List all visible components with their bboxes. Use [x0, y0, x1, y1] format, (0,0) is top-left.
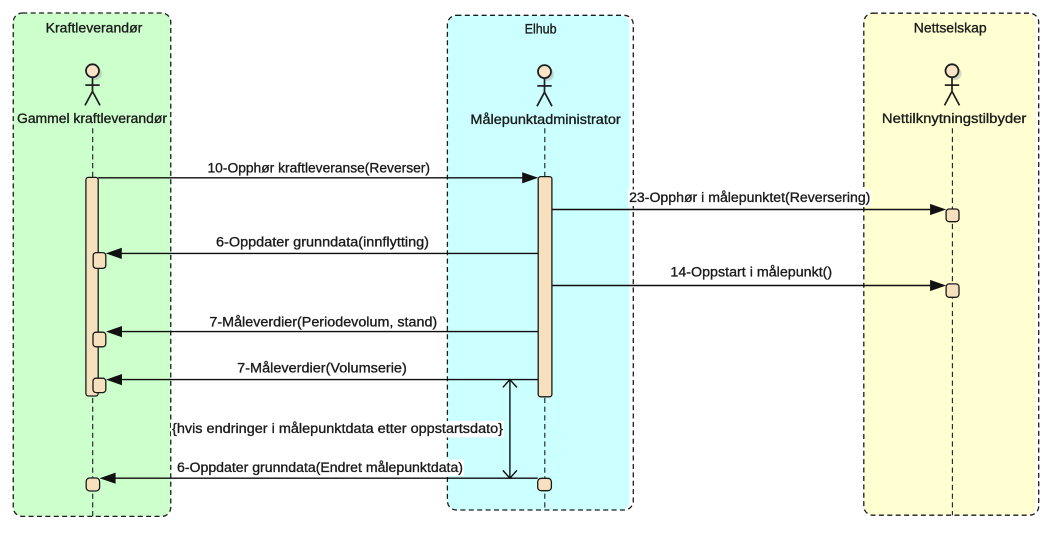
- svg-text:Elhub: Elhub: [525, 22, 557, 37]
- svg-text:Nettilknytningstilbyder: Nettilknytningstilbyder: [882, 111, 1027, 126]
- svg-text:6-Oppdater grunndata(Endret må: 6-Oppdater grunndata(Endret målepunktdat…: [177, 460, 463, 475]
- svg-text:Nettselskap: Nettselskap: [914, 21, 987, 36]
- svg-text:14-Oppstart i målepunkt(): 14-Oppstart i målepunkt(): [670, 265, 832, 280]
- svg-text:Gammel kraftleverandør: Gammel kraftleverandør: [17, 111, 168, 126]
- svg-text:10-Opphør kraftleveranse(Rever: 10-Opphør kraftleveranse(Reverser): [208, 161, 431, 176]
- svg-text:23-Opphør i målepunktet(Revers: 23-Opphør i målepunktet(Reversering): [629, 190, 870, 205]
- svg-text:{hvis endringer i målepunktdat: {hvis endringer i målepunktdata etter op…: [172, 421, 504, 436]
- svg-text:7-Måleverdier(Volumserie): 7-Måleverdier(Volumserie): [237, 361, 407, 376]
- svg-text:7-Måleverdier(Periodevolum, st: 7-Måleverdier(Periodevolum, stand): [209, 315, 437, 330]
- svg-text:Kraftleverandør: Kraftleverandør: [46, 21, 143, 36]
- svg-text:6-Oppdater grunndata(innflytti: 6-Oppdater grunndata(innflytting): [216, 235, 429, 250]
- svg-text:Målepunktadministrator: Målepunktadministrator: [470, 112, 621, 127]
